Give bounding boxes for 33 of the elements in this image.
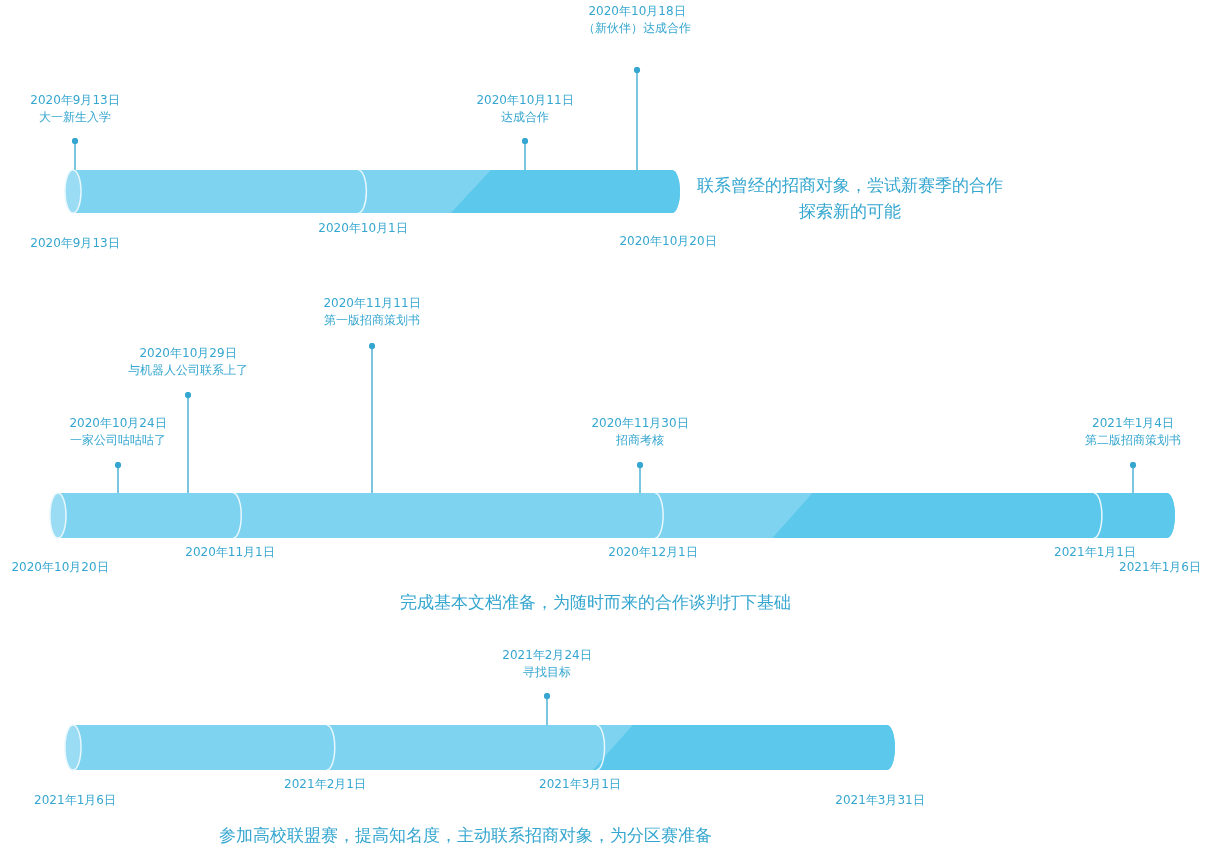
description-text: 完成基本文档准备，为随时而来的合作谈判打下基础 [399, 591, 791, 614]
date-label: 2021年1月1日 [1054, 544, 1136, 561]
date-label: 2021年1月6日 [34, 792, 116, 809]
event-label: 2020年10月18日 （新伙伴）达成合作 [583, 3, 691, 37]
date-label: 2021年1月6日 [1119, 559, 1201, 576]
date-label: 2021年3月1日 [539, 776, 621, 793]
description-text: 参加高校联盟赛，提高知名度，主动联系招商对象，为分区赛准备 [218, 824, 712, 847]
event-label: 2020年11月30日 招商考核 [591, 415, 689, 449]
pin-line [543, 692, 551, 726]
event-label: 2021年2月24日 寻找目标 [502, 647, 592, 681]
date-label: 2021年2月1日 [284, 776, 366, 793]
pin-line [633, 66, 641, 171]
date-label: 2020年10月20日 [11, 559, 109, 576]
pin-line [114, 461, 122, 494]
event-label: 2020年10月11日 达成合作 [476, 92, 574, 126]
pin-line [71, 137, 79, 171]
date-label: 2020年9月13日 [30, 235, 120, 252]
date-label: 2020年10月1日 [318, 220, 408, 237]
date-label: 2020年10月20日 [619, 233, 717, 250]
date-label: 2020年12月1日 [608, 544, 698, 561]
event-label: 2021年1月4日 第二版招商策划书 [1085, 415, 1181, 449]
pin-line [184, 391, 192, 494]
event-label: 2020年10月24日 一家公司咕咕咕了 [69, 415, 167, 449]
pin-line [1129, 461, 1137, 494]
date-label: 2020年11月1日 [185, 544, 275, 561]
date-label: 2021年3月31日 [835, 792, 925, 809]
event-label: 2020年9月13日 大一新生入学 [30, 92, 120, 126]
event-label: 2020年10月29日 与机器人公司联系上了 [128, 345, 248, 379]
description-text: 联系曾经的招商对象，尝试新赛季的合作探索新的可能 [696, 174, 1004, 223]
pin-line [636, 461, 644, 494]
pin-line [368, 342, 376, 494]
pin-line [521, 137, 529, 171]
event-label: 2020年11月11日 第一版招商策划书 [323, 295, 421, 329]
